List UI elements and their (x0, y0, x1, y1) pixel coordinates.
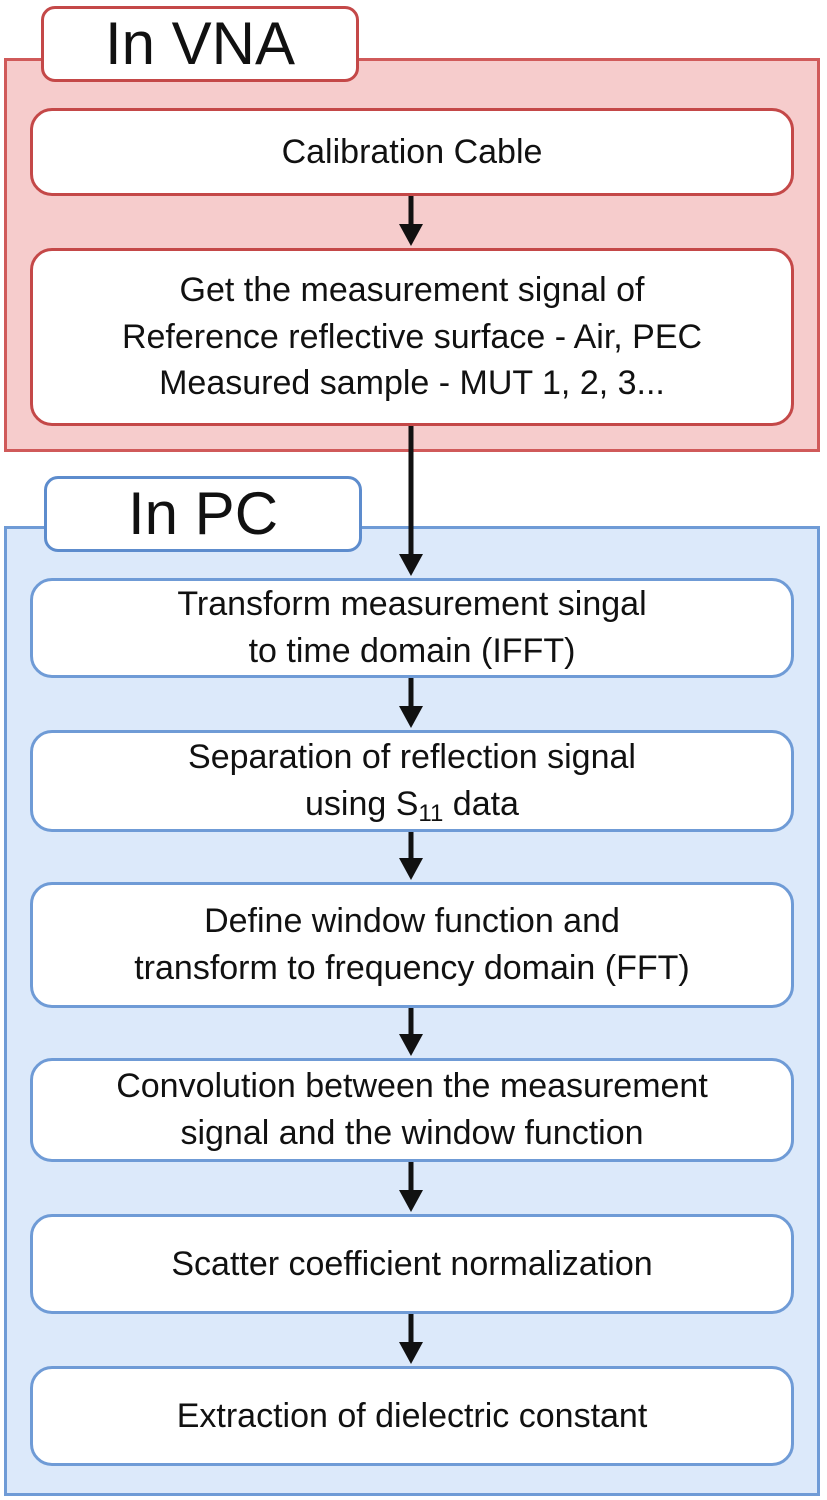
step-text-line: transform to frequency domain (FFT) (134, 949, 690, 987)
vna-group-label: In VNA (41, 6, 359, 82)
s11-prefix: using S (305, 785, 419, 823)
step-extraction-dielectric: Extraction of dielectric constant (30, 1366, 794, 1466)
step-text-line: Measured sample - MUT 1, 2, 3... (159, 364, 665, 403)
step-text-line: Calibration Cable (281, 132, 543, 171)
step-convolution: Convolution between the measurement sign… (30, 1058, 794, 1162)
step-scatter-normalization: Scatter coefficient normalization (30, 1214, 794, 1314)
step-text-line: Define window function and (204, 902, 620, 941)
step-text-line: Scatter coefficient normalization (171, 1244, 653, 1283)
step-define-window-fft: Define window function and transform to … (30, 882, 794, 1008)
step-separation-reflection: Separation of reflection signal using S1… (30, 730, 794, 832)
step-get-measurement-signal: Get the measurement signal of Reference … (30, 248, 794, 426)
s11-suffix: data (443, 785, 519, 823)
step-text-line: Get the measurement signal of (179, 270, 645, 309)
step-text-line: Extraction of dielectric constant (176, 1396, 648, 1435)
step-text-line: Transform measurement singal (177, 585, 647, 624)
pc-group-label: In PC (44, 476, 362, 552)
s11-subscript: 11 (418, 800, 444, 827)
step-text-line: signal and the window function (180, 1114, 644, 1152)
step-text-line: Reference reflective surface - Air, PEC (121, 317, 703, 356)
step-calibration-cable: Calibration Cable (30, 108, 794, 196)
step-text-line: to time domain (IFFT) (248, 632, 576, 670)
step-text-line: Separation of reflection signal (188, 738, 636, 777)
step-text-line: Convolution between the measurement (116, 1067, 708, 1106)
step-text-line-s11: using S11 data (305, 781, 519, 828)
step-transform-ifft: Transform measurement singal to time dom… (30, 578, 794, 678)
